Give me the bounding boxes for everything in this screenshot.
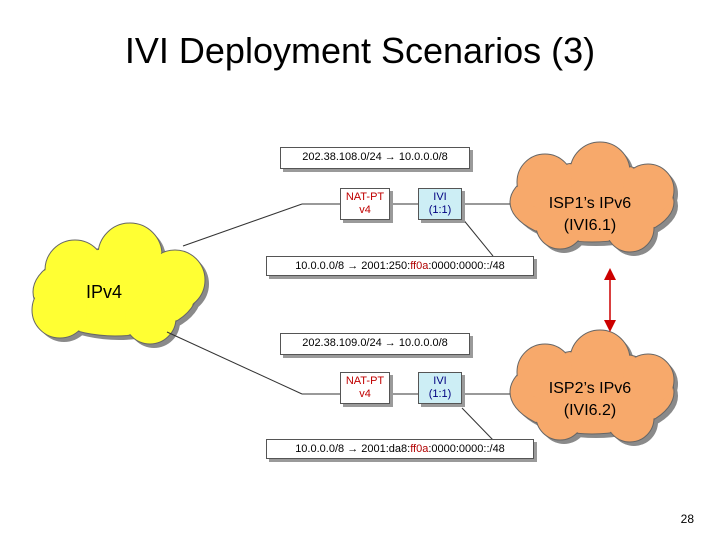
mapping-source: 10.0.0.0/8 [295, 260, 345, 272]
mapping-target-prefix: 2001:250: [361, 260, 411, 272]
isp1-cloud-label: ISP1’s IPv6 (IVI6.1) [520, 193, 660, 237]
natpt-label: NAT-PT [345, 375, 385, 387]
ivi-ratio: (1:1) [428, 204, 452, 216]
scenario1-top-mapping: 202.38.108.0/24 → 10.0.0.0/8 [280, 147, 470, 169]
arrow-icon: → [347, 260, 359, 272]
mapping-source: 202.38.109.0/24 [302, 337, 382, 349]
ivi-label: IVI [433, 375, 447, 387]
ipv4-cloud-label: IPv4 [86, 282, 123, 302]
link-ivi-mapping-2 [461, 407, 494, 441]
natpt-version: v4 [359, 204, 371, 216]
isp1-prefix: (IVI6.1) [563, 217, 617, 234]
ivi-label: IVI [433, 191, 447, 203]
link-lines [166, 203, 510, 441]
mapping-target-suffix: :0000:0000::/48 [428, 443, 505, 455]
ivi-ratio: (1:1) [428, 388, 452, 400]
arrow-icon: → [347, 443, 359, 455]
slide-title: IVI Deployment Scenarios (3) [124, 30, 596, 71]
scenario1-natpt-box: NAT-PT v4 [340, 188, 390, 220]
scenario1-ivi-box: IVI (1:1) [418, 188, 462, 220]
scenario2-ivi-box: IVI (1:1) [418, 372, 462, 404]
mapping-source: 202.38.108.0/24 [302, 151, 382, 163]
link-ipv4-natpt-2 [166, 331, 303, 395]
isp1-name: ISP1’s IPv6 [548, 195, 632, 212]
scenario2-top-mapping: 202.38.109.0/24 → 10.0.0.0/8 [280, 333, 470, 355]
isp2-cloud-label: ISP2’s IPv6 (IVI6.2) [520, 378, 660, 422]
mapping-target-highlight: ff0a [410, 443, 429, 455]
isp2-name: ISP2’s IPv6 [548, 380, 632, 397]
mapping-target-highlight: ff0a [410, 260, 429, 272]
mapping-source: 10.0.0.0/8 [295, 443, 345, 455]
scenario2-bottom-mapping: 10.0.0.0/8 → 2001:da8:ff0a:0000:0000::/4… [266, 439, 534, 459]
mapping-target: 10.0.0.0/8 [398, 151, 448, 163]
mapping-target-prefix: 2001:da8: [361, 443, 411, 455]
arrow-icon: → [384, 337, 396, 349]
link-ivi-mapping-1 [461, 217, 494, 257]
link-ipv4-natpt-1 [182, 203, 303, 247]
natpt-label: NAT-PT [345, 191, 385, 203]
mapping-target: 10.0.0.0/8 [398, 337, 448, 349]
page-number: 28 [680, 512, 694, 526]
isp2-prefix: (IVI6.2) [563, 402, 617, 419]
arrow-icon: → [384, 151, 396, 163]
natpt-version: v4 [359, 388, 371, 400]
scenario1-bottom-mapping: 10.0.0.0/8 → 2001:250:ff0a:0000:0000::/4… [266, 256, 534, 276]
scenario2-natpt-box: NAT-PT v4 [340, 372, 390, 404]
mapping-target-suffix: :0000:0000::/48 [428, 260, 505, 272]
